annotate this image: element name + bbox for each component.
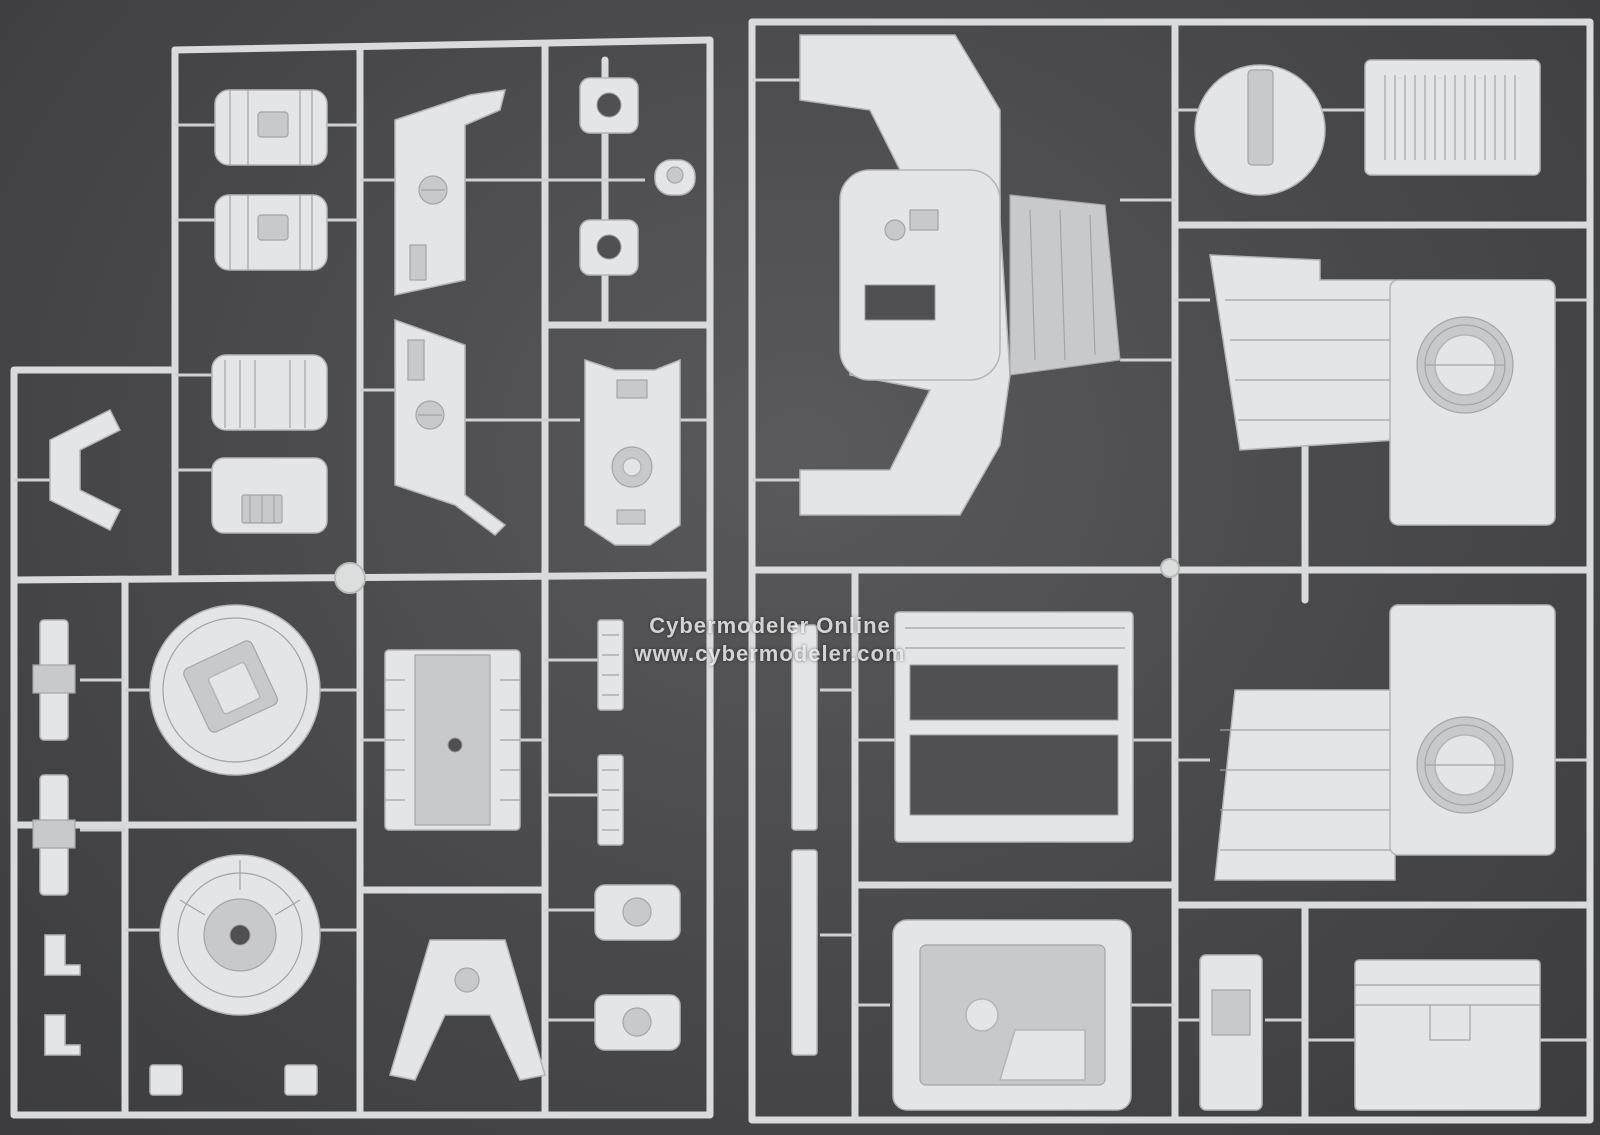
right-sprue-parts bbox=[791, 34, 1556, 1111]
right-sprue-frame bbox=[748, 18, 1594, 1124]
left-sprue-frame bbox=[10, 36, 714, 1119]
left-sprue-parts bbox=[32, 77, 696, 1096]
